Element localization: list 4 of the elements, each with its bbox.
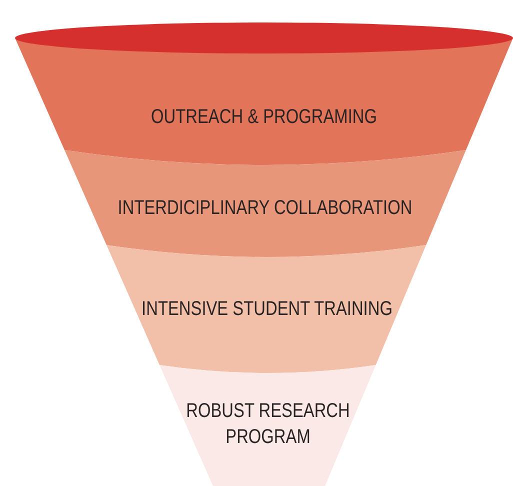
funnel-stage-label: OUTREACH & PROGRAMING xyxy=(150,105,378,130)
funnel-stage-label: ROBUST RESEARCH PROGRAM xyxy=(186,399,350,450)
funnel-stage-label: INTERDICIPLINARY COLLABORATION xyxy=(117,196,413,221)
funnel-stage-label: INTENSIVE STUDENT TRAINING xyxy=(140,297,393,322)
